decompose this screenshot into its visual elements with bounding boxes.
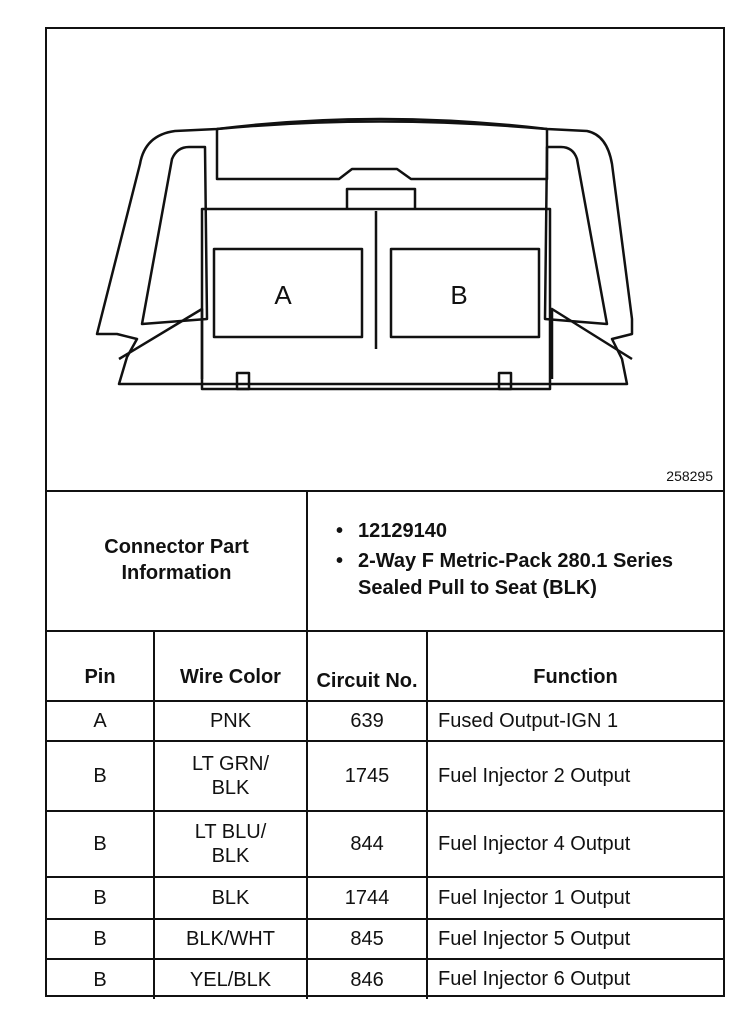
table-row: B BLK/WHT 845 Fuel Injector 5 Output	[47, 918, 724, 960]
wire-color-cell: BLK/WHT	[152, 918, 309, 960]
connector-latch-arch	[215, 117, 549, 181]
circuit-cell: 639	[306, 700, 429, 742]
pin-cell: B	[47, 918, 155, 960]
pin-cell: B	[47, 740, 155, 812]
header-wire-color: Wire Color	[152, 630, 309, 702]
table-row: A PNK 639 Fused Output-IGN 1	[47, 700, 724, 742]
connector-part-number: 12129140	[336, 518, 723, 545]
table-row: B LT GRN/ BLK 1745 Fuel Injector 2 Outpu…	[47, 740, 724, 812]
table-row: B YEL/BLK 846 Fuel Injector 6 Output	[47, 958, 724, 999]
function-cell: Fuel Injector 1 Output	[426, 876, 724, 920]
housing-tab-right	[497, 371, 513, 391]
connector-drawing: A B	[95, 117, 634, 391]
wire-color-cell: PNK	[152, 700, 309, 742]
connector-info-label: Connector Part Information	[47, 490, 309, 632]
table-row: B BLK 1744 Fuel Injector 1 Output	[47, 876, 724, 920]
wire-color-cell: LT GRN/ BLK	[152, 740, 309, 812]
function-cell: Fuel Injector 4 Output	[426, 810, 724, 878]
connector-shell-outline	[95, 120, 634, 386]
connector-right-flange	[550, 307, 633, 379]
circuit-cell: 1745	[306, 740, 429, 812]
header-circuit: Circuit No.	[306, 630, 429, 702]
connector-left-rail	[140, 145, 209, 326]
wire-color-cell: LT BLU/ BLK	[152, 810, 309, 878]
connector-info-list: 12129140 2-Way F Metric-Pack 280.1 Serie…	[306, 490, 724, 632]
pin-cell: A	[47, 700, 155, 742]
circuit-cell: 845	[306, 918, 429, 960]
wire-color-cell: BLK	[152, 876, 309, 920]
function-cell: Fuel Injector 6 Output	[426, 958, 724, 999]
circuit-cell: 844	[306, 810, 429, 878]
pin-cell: B	[47, 958, 155, 999]
function-cell: Fuel Injector 2 Output	[426, 740, 724, 812]
circuit-cell: 1744	[306, 876, 429, 920]
figure-id: 258295	[666, 468, 713, 484]
table-header-row: Pin Wire Color Circuit No. Function	[47, 630, 724, 702]
cavity-a-label: A	[274, 280, 292, 310]
table-row: B LT BLU/ BLK 844 Fuel Injector 4 Output	[47, 810, 724, 878]
connector-right-rail	[543, 145, 609, 326]
header-function: Function	[426, 630, 724, 702]
connector-sheet: A B 258295 Connector Part Information 12…	[45, 27, 725, 999]
circuit-cell: 846	[306, 958, 429, 999]
cavity-b-outline	[389, 247, 541, 339]
function-cell: Fuel Injector 5 Output	[426, 918, 724, 960]
header-pin: Pin	[47, 630, 155, 702]
connector-keyway	[345, 187, 417, 209]
housing-tab-left	[235, 371, 251, 391]
connector-table: Connector Part Information 12129140 2-Wa…	[47, 490, 724, 999]
function-cell: Fused Output-IGN 1	[426, 700, 724, 742]
connector-figure: A B 258295	[47, 29, 723, 492]
cavity-b-label: B	[450, 280, 467, 310]
pin-cell: B	[47, 876, 155, 920]
pin-cell: B	[47, 810, 155, 878]
cavity-a-outline	[212, 247, 364, 339]
connector-info-row: Connector Part Information 12129140 2-Wa…	[47, 490, 724, 632]
wire-color-cell: YEL/BLK	[152, 958, 309, 999]
connector-inner-housing	[200, 207, 552, 391]
connector-description: 2-Way F Metric-Pack 280.1 Series Sealed …	[336, 548, 723, 602]
